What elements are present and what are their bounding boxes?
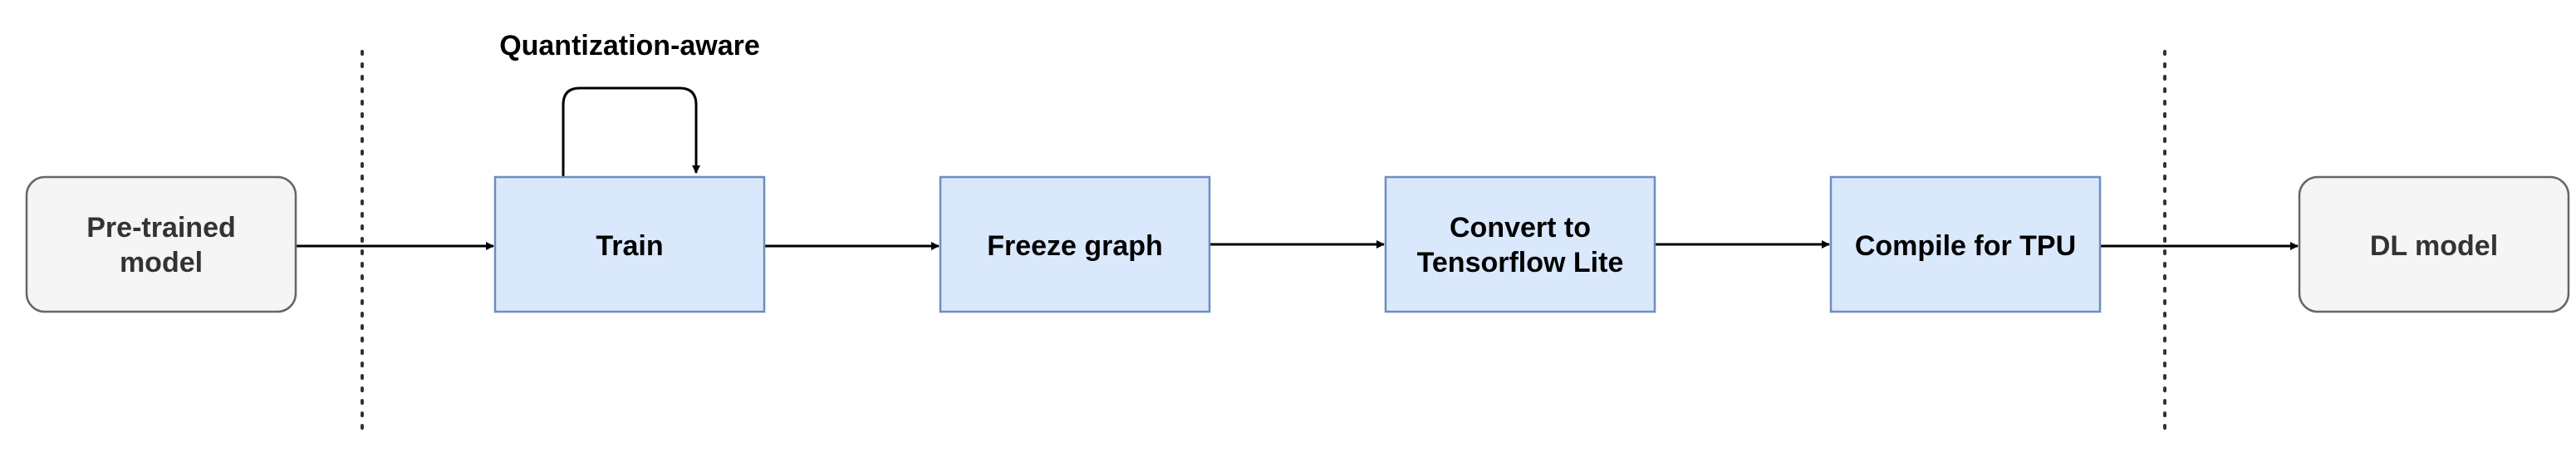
node-train-label: Train <box>596 230 663 262</box>
node-dl-model-label: DL model <box>2370 230 2498 262</box>
edge-train-self-loop <box>562 86 700 176</box>
node-convert-tflite[interactable]: Convert to Tensorflow Lite <box>1384 175 1656 313</box>
node-freeze-graph[interactable]: Freeze graph <box>939 175 1211 313</box>
node-pretrained-model-label-line2: model <box>120 247 203 278</box>
node-convert-tflite-label-line1: Convert to <box>1450 212 1591 244</box>
edges <box>296 86 2299 250</box>
quantization-aware-label: Quantization-aware <box>499 30 760 62</box>
node-compile-for-tpu[interactable]: Compile for TPU <box>1829 175 2102 313</box>
node-pretrained-model[interactable]: Pre-trained model <box>25 175 297 313</box>
node-pretrained-model-label-line1: Pre-trained <box>86 212 236 244</box>
node-convert-tflite-label-line2: Tensorflow Lite <box>1417 247 1624 278</box>
node-freeze-graph-label: Freeze graph <box>987 230 1163 262</box>
node-compile-for-tpu-label: Compile for TPU <box>1855 230 2076 262</box>
node-train[interactable]: Train <box>493 175 766 313</box>
node-dl-model[interactable]: DL model <box>2298 175 2570 313</box>
